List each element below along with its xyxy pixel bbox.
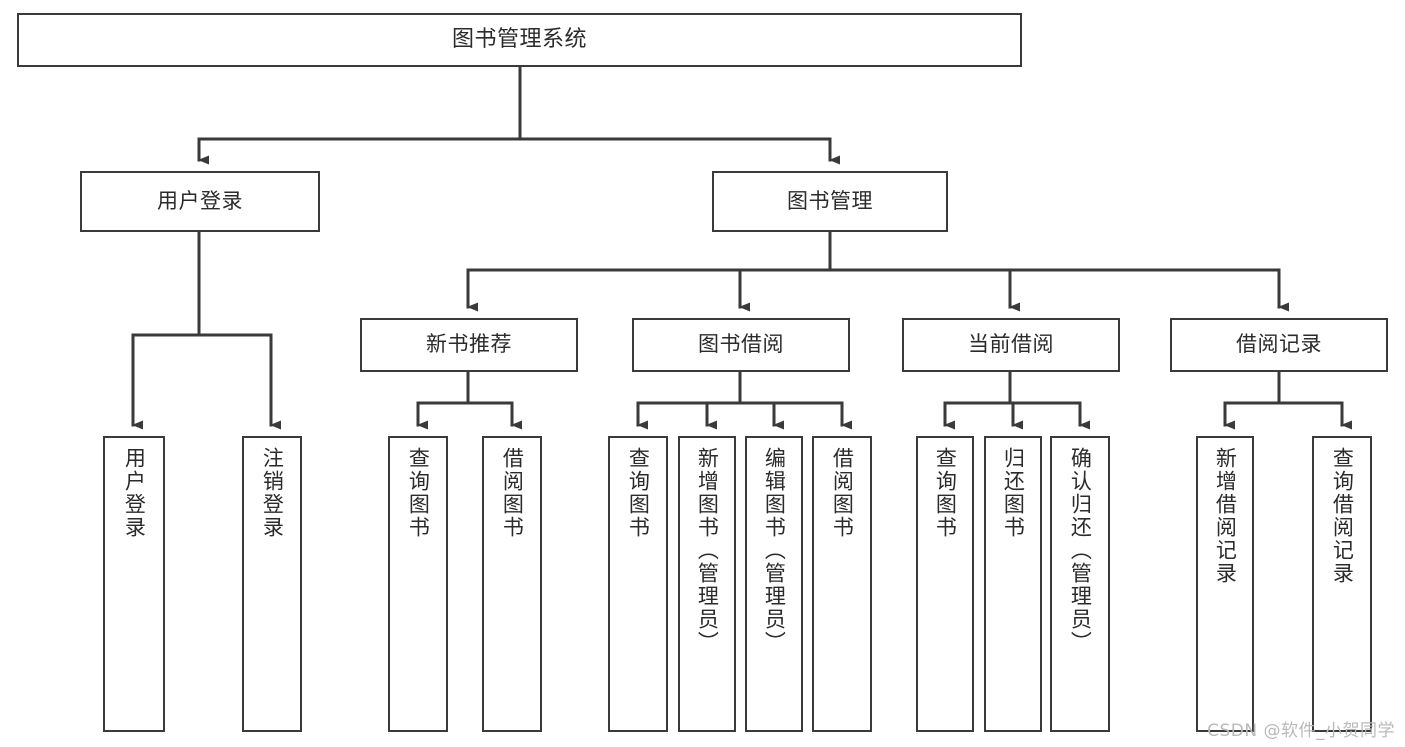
node-label: 查询图书 [406, 447, 431, 539]
node-label: 注销登录 [260, 447, 285, 539]
node-label: 借阅记录 [1236, 332, 1322, 357]
node-label: 新书推荐 [426, 332, 512, 357]
csdn-watermark: CSDN @软件_小贺同学 [1207, 721, 1395, 741]
node-label: 编辑图书（管理员） [762, 447, 787, 654]
node-label: 查询借阅记录 [1330, 447, 1355, 585]
node-label: 借阅图书 [830, 447, 855, 539]
node-root-system[interactable]: 图书管理系统 [17, 13, 1022, 67]
node-label: 查询图书 [626, 447, 651, 539]
node-label: 新增图书（管理员） [695, 447, 720, 654]
node-book-management[interactable]: 图书管理 [712, 171, 948, 232]
leaf-current-borrow-2[interactable]: 确认归还（管理员） [1050, 436, 1110, 732]
node-label: 确认归还（管理员） [1068, 447, 1093, 654]
leaf-book-borrow-3[interactable]: 借阅图书 [812, 436, 872, 732]
leaf-book-borrow-2[interactable]: 编辑图书（管理员） [745, 436, 803, 732]
node-user-login[interactable]: 用户登录 [80, 171, 320, 232]
node-borrow-record[interactable]: 借阅记录 [1170, 318, 1388, 372]
leaf-book-borrow-0[interactable]: 查询图书 [608, 436, 668, 732]
leaf-new-book-recommend-0[interactable]: 查询图书 [388, 436, 448, 732]
leaf-borrow-record-1[interactable]: 查询借阅记录 [1312, 436, 1372, 732]
leaf-current-borrow-1[interactable]: 归还图书 [984, 436, 1042, 732]
node-label: 图书管理系统 [451, 26, 587, 52]
node-new-book-recommend[interactable]: 新书推荐 [360, 318, 578, 372]
node-label: 当前借阅 [968, 332, 1054, 357]
node-label: 新增借阅记录 [1213, 447, 1238, 585]
node-label: 用户登录 [157, 188, 243, 213]
node-label: 归还图书 [1001, 447, 1026, 539]
leaf-user-login-0[interactable]: 用户登录 [103, 436, 165, 732]
node-label: 查询图书 [933, 447, 958, 539]
node-current-borrow[interactable]: 当前借阅 [902, 318, 1120, 372]
leaf-user-login-1[interactable]: 注销登录 [242, 436, 302, 732]
node-label: 图书管理 [787, 188, 873, 213]
node-label: 借阅图书 [500, 447, 525, 539]
leaf-book-borrow-1[interactable]: 新增图书（管理员） [678, 436, 736, 732]
node-label: 图书借阅 [698, 332, 784, 357]
node-book-borrow[interactable]: 图书借阅 [632, 318, 850, 372]
leaf-new-book-recommend-1[interactable]: 借阅图书 [482, 436, 542, 732]
leaf-borrow-record-0[interactable]: 新增借阅记录 [1196, 436, 1254, 732]
node-label: 用户登录 [122, 447, 147, 539]
leaf-current-borrow-0[interactable]: 查询图书 [916, 436, 974, 732]
